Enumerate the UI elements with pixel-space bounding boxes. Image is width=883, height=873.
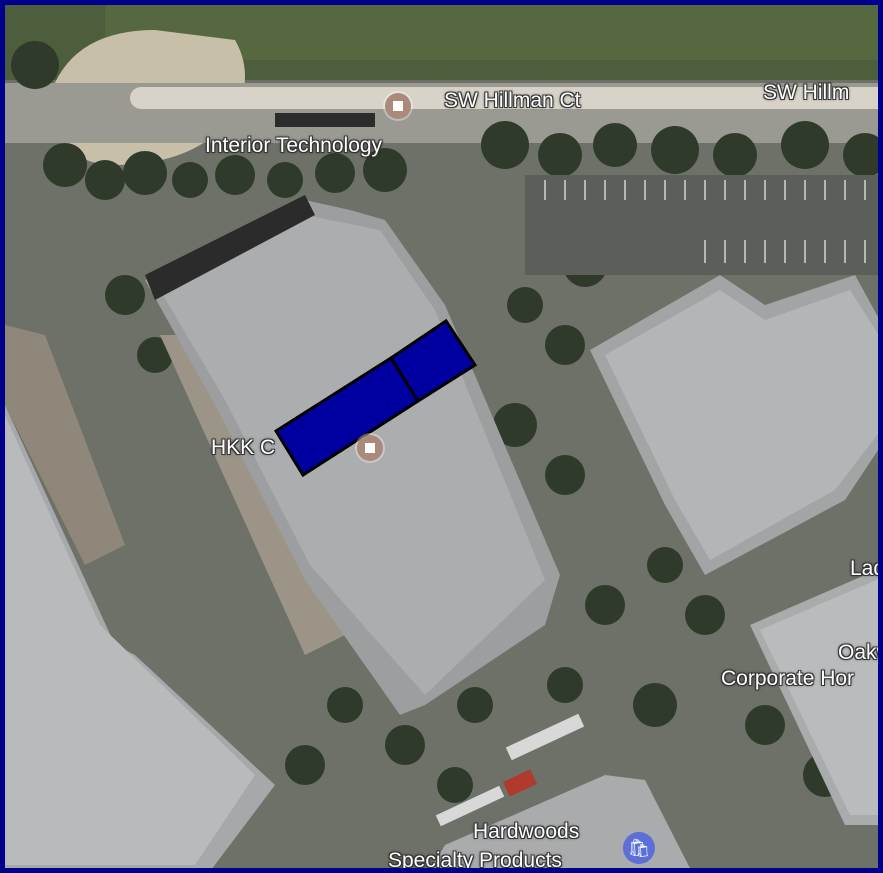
overlay-segment-right[interactable] (388, 318, 478, 404)
truck (435, 785, 505, 827)
satellite-map[interactable] (5, 5, 883, 873)
place-label: HKK C (211, 436, 276, 459)
place-label: Hardwoods (473, 820, 580, 843)
parking-stripes (544, 180, 866, 263)
shopping-bag-icon[interactable]: 🛍 (623, 832, 655, 864)
place-label: Interior Technology (205, 134, 383, 157)
poi-marker-icon[interactable] (385, 93, 411, 119)
place-label: Corporate Hor (721, 667, 855, 690)
truck-red (503, 769, 537, 797)
place-label: Lad (850, 557, 883, 580)
building-lower-right-roof (760, 579, 878, 815)
truck (505, 713, 585, 761)
building-left-strip (5, 325, 125, 565)
parking-lot-top (525, 175, 878, 275)
street-label: SW Hillman Ct (444, 89, 581, 112)
drawn-overlay[interactable] (273, 318, 478, 478)
place-label: Specialty Products (388, 849, 562, 872)
poi-marker-icon[interactable] (357, 435, 383, 461)
street-label: SW Hillm (763, 81, 850, 104)
building-hkk-shadow (145, 195, 315, 300)
road-center-line (130, 87, 878, 109)
building-left-roof (5, 415, 255, 865)
building-hkk-roof (160, 215, 545, 695)
building-right-roof (605, 290, 878, 560)
vehicle-on-road (275, 113, 375, 127)
place-label: Oakw (838, 641, 878, 664)
